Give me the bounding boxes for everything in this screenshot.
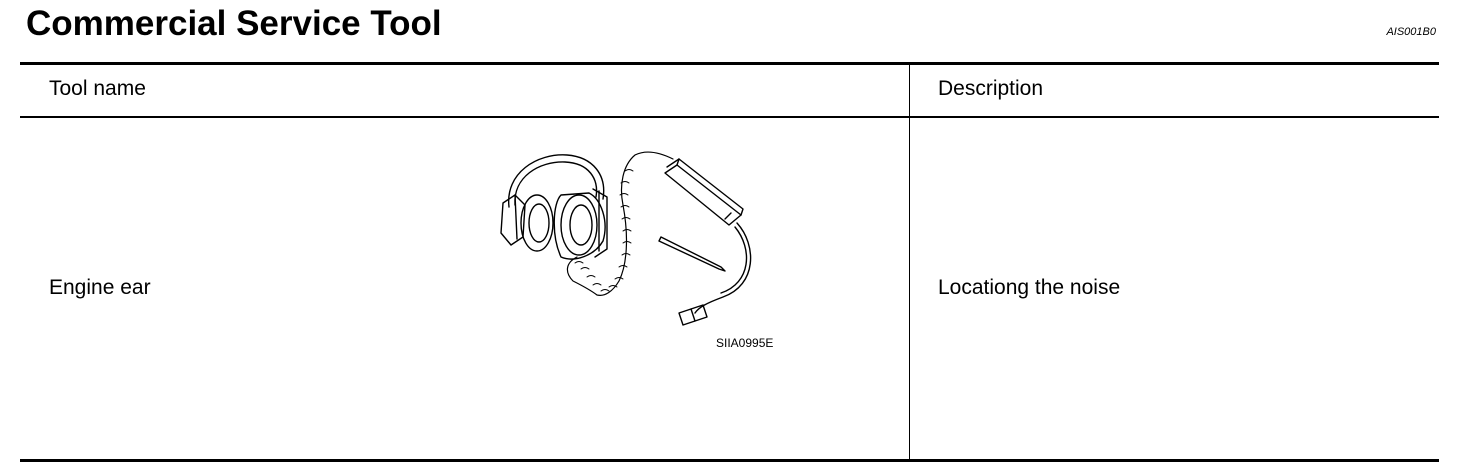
header-tool-name: Tool name (49, 77, 146, 100)
engine-ear-headset-icon (500, 151, 752, 326)
cell-description: Locationg the noise (938, 276, 1121, 299)
cell-tool-name: Engine ear (49, 276, 151, 299)
figure-code: SIIA0995E (716, 336, 774, 350)
table-header-rule (20, 116, 1439, 118)
page-title: Commercial Service Tool (26, 4, 442, 43)
table-column-divider (909, 65, 910, 459)
document-code: AIS001B0 (1386, 26, 1436, 38)
header-description: Description (938, 77, 1044, 100)
table-bottom-rule (20, 459, 1439, 462)
table-top-rule (20, 62, 1439, 65)
